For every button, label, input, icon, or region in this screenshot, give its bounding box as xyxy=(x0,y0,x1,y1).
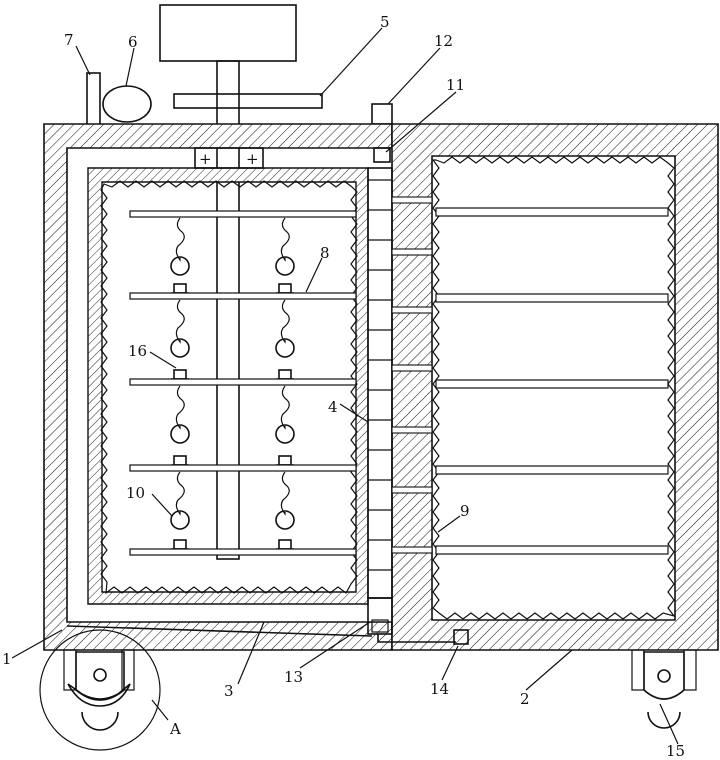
label-14: 14 xyxy=(430,680,449,698)
spring xyxy=(176,386,184,428)
rack-shelf xyxy=(130,549,356,555)
label-a: A xyxy=(169,720,181,738)
pipe-7 xyxy=(87,73,100,125)
label-7: 7 xyxy=(64,31,74,49)
spring xyxy=(176,218,184,260)
spring xyxy=(176,472,184,514)
label-4: 4 xyxy=(328,398,338,416)
right-shelf xyxy=(436,208,668,216)
label-8: 8 xyxy=(320,244,330,262)
label-6: 6 xyxy=(128,33,138,51)
spring xyxy=(281,300,289,342)
connector-pipe xyxy=(392,487,432,493)
connector-pipe xyxy=(392,547,432,553)
connector-pipe xyxy=(392,307,432,313)
label-5: 5 xyxy=(380,13,390,31)
right-shelf xyxy=(436,294,668,302)
label-12: 12 xyxy=(434,32,453,50)
connector-pipe xyxy=(392,249,432,255)
plus-mark-1: + xyxy=(199,150,212,168)
spring xyxy=(281,218,289,260)
rack-shelf xyxy=(130,379,356,385)
holder-block xyxy=(279,540,291,549)
label-16: 16 xyxy=(128,342,147,360)
knob-6 xyxy=(103,86,151,122)
spring xyxy=(281,472,289,514)
connector-pipe xyxy=(392,365,432,371)
label-2: 2 xyxy=(520,690,530,708)
spring xyxy=(281,386,289,428)
right-wheel xyxy=(632,650,696,728)
top-bar-5 xyxy=(174,94,322,108)
motor-box xyxy=(160,5,296,61)
label-13: 13 xyxy=(284,668,303,686)
right-shelf xyxy=(436,466,668,474)
rack-shelf xyxy=(130,293,356,299)
label-1: 1 xyxy=(2,650,12,668)
holder-block xyxy=(174,370,186,379)
holder-block xyxy=(279,370,291,379)
holder-block xyxy=(174,284,186,293)
partition-4 xyxy=(368,168,392,598)
connector-pipe xyxy=(392,427,432,433)
rack-shelf xyxy=(130,465,356,471)
right-shelf xyxy=(436,380,668,388)
connector-pipe xyxy=(392,197,432,203)
holder-block xyxy=(279,284,291,293)
left-lining xyxy=(101,181,357,593)
label-15: 15 xyxy=(666,742,685,760)
label-10: 10 xyxy=(126,484,145,502)
holder-block xyxy=(174,456,186,465)
right-shelf xyxy=(436,546,668,554)
inner-chamber-walls xyxy=(88,168,368,604)
holder-block xyxy=(174,540,186,549)
block-12 xyxy=(372,104,392,124)
label-9: 9 xyxy=(460,502,470,520)
plus-mark-2: + xyxy=(246,150,259,168)
spring xyxy=(176,300,184,342)
left-wheel xyxy=(64,650,134,730)
rack-shelf xyxy=(130,211,356,217)
label-11: 11 xyxy=(446,76,465,94)
label-3: 3 xyxy=(224,682,234,700)
holder-block xyxy=(279,456,291,465)
